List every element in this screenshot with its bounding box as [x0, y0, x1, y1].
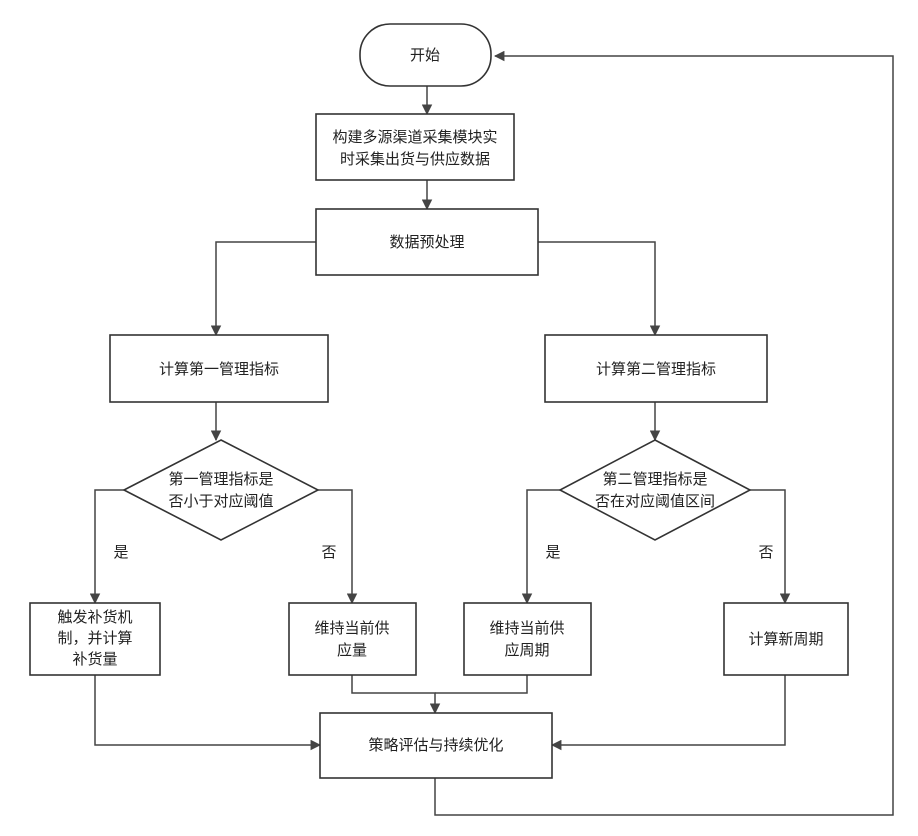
- build-label-line1: 构建多源渠道采集模块实: [332, 128, 497, 146]
- calc-first-label: 计算第一管理指标: [159, 360, 279, 378]
- calc-first-indicator-node: 计算第一管理指标: [110, 335, 328, 402]
- keep-qty-line2: 应量: [337, 641, 367, 659]
- keep-qty-line1: 维持当前供: [314, 619, 389, 637]
- trigger-replenish-node: 触发补货机 制，并计算 补货量: [30, 603, 160, 675]
- decision-second-yes-label: 是: [545, 543, 560, 561]
- keep-cycle-line1: 维持当前供: [489, 619, 564, 637]
- start-label: 开始: [410, 46, 440, 64]
- start-node: 开始: [360, 24, 491, 86]
- build-collection-node: 构建多源渠道采集模块实 时采集出货与供应数据: [316, 114, 514, 180]
- preprocess-node: 数据预处理: [316, 209, 538, 275]
- decision-second-line1: 第二管理指标是: [602, 470, 707, 488]
- connector-keep-cycle-to-evaluate: [435, 675, 527, 693]
- connector-new-cycle-to-evaluate: [552, 675, 785, 745]
- keep-supply-qty-node: 维持当前供 应量: [289, 603, 416, 675]
- connector-preprocess-to-calc-first: [216, 242, 316, 335]
- build-label-line2: 时采集出货与供应数据: [340, 150, 490, 168]
- decision-first-no-label: 否: [321, 543, 336, 561]
- decision-first-node: 第一管理指标是 否小于对应阈值: [124, 440, 318, 540]
- new-cycle-label: 计算新周期: [748, 630, 823, 648]
- decision-second-line2: 否在对应阈值区间: [595, 492, 715, 510]
- replenish-line2: 制，并计算: [57, 629, 132, 647]
- decision-first-line1: 第一管理指标是: [168, 470, 273, 488]
- evaluate-optimize-node: 策略评估与持续优化: [320, 713, 552, 778]
- keep-supply-cycle-node: 维持当前供 应周期: [464, 603, 591, 675]
- calc-second-indicator-node: 计算第二管理指标: [545, 335, 767, 402]
- connector-keep-qty-to-evaluate: [352, 675, 435, 713]
- evaluate-label: 策略评估与持续优化: [368, 736, 503, 754]
- preprocess-label: 数据预处理: [389, 233, 464, 251]
- decision-first-line2: 否小于对应阈值: [168, 492, 273, 510]
- connector-replenish-to-evaluate: [95, 675, 320, 745]
- connector-preprocess-to-calc-second: [538, 242, 655, 335]
- calc-new-cycle-node: 计算新周期: [724, 603, 848, 675]
- decision-second-node: 第二管理指标是 否在对应阈值区间: [560, 440, 750, 540]
- replenish-line1: 触发补货机: [57, 608, 132, 626]
- decision-second-no-label: 否: [758, 543, 773, 561]
- calc-second-label: 计算第二管理指标: [596, 360, 716, 378]
- keep-cycle-line2: 应周期: [504, 641, 549, 659]
- decision-first-yes-label: 是: [113, 543, 128, 561]
- replenish-line3: 补货量: [72, 650, 117, 668]
